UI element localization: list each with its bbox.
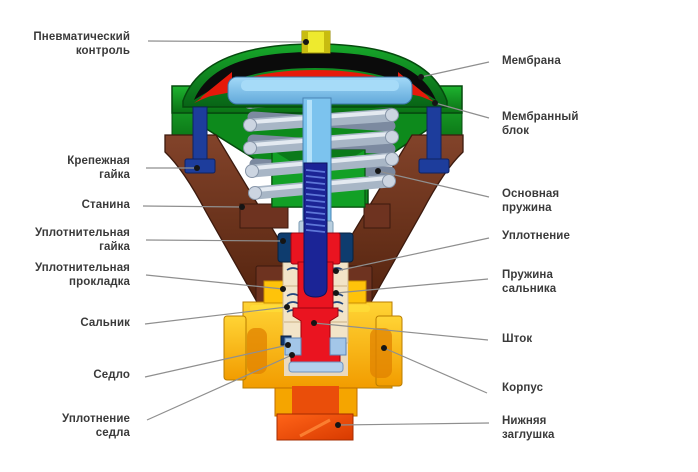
label-frame: Станина [81,199,130,211]
leader-seal [335,237,490,272]
leader-seat-seal [146,354,293,421]
label-membrane: Мембрана [502,55,561,67]
stem-threads [305,169,326,233]
label-body: Корпус [502,382,544,394]
fastening-bolts [184,106,450,174]
dome-black [194,52,436,100]
leader-stem [313,322,489,341]
leader-body [383,347,488,394]
leader-pneumatic-control [147,40,307,43]
label-sealing-gasket: Уплотнительная прокладка [34,262,130,288]
label-bottom-plug: Нижняя заглушка [502,415,555,441]
leader-gland-spring [335,278,489,294]
leader-bottom-plug [337,422,490,426]
label-main-spring: Основная пружина [502,188,560,214]
label-gland: Сальник [80,317,130,329]
leader-frame [142,205,243,208]
label-gland-spring: Пружина сальника [502,269,557,295]
leader-lines [142,40,490,426]
leader-main-spring [377,170,490,198]
leader-sealing-gasket [145,274,284,290]
leader-seat [144,344,289,378]
label-stem: Шток [502,333,533,345]
leader-membrane-block [434,102,490,119]
pointer-dots [194,39,438,428]
seat-parts [280,335,347,373]
label-seat: Седло [93,369,130,381]
label-sealing-nut: Уплотнительная гайка [34,227,130,253]
leader-gland [144,306,288,325]
label-fastening-nut: Крепежная гайка [67,155,130,181]
stem-navy [303,162,328,298]
label-seat-seal: Уплотнение седла [62,413,130,439]
leader-membrane [420,61,490,78]
label-pneumatic-control: Пневматический контроль [33,31,130,57]
label-seal: Уплотнение [502,230,570,242]
bottom-plug-part [276,413,354,441]
label-membrane-block: Мембранный блок [502,111,579,137]
leader-sealing-nut [145,239,284,242]
